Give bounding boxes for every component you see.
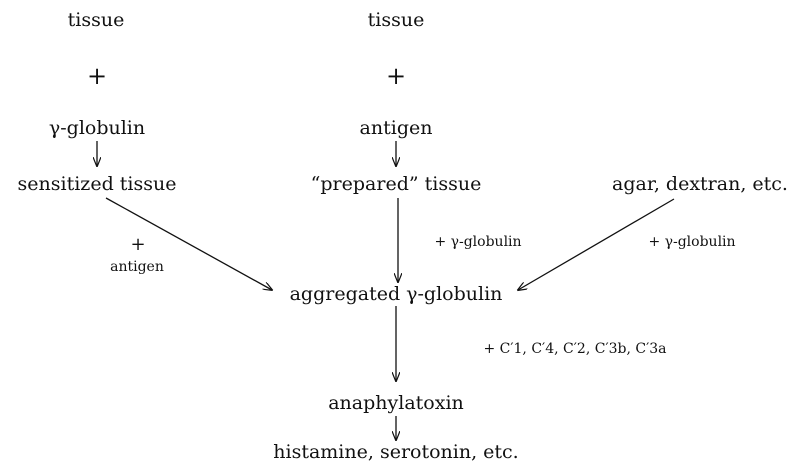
prepared-edge-gamma-label: + γ-globulin (434, 234, 522, 250)
left-edge-plus-sign: + (130, 234, 146, 255)
sensitized-tissue-label: sensitized tissue (17, 173, 177, 195)
left-gamma-globulin-label: γ-globulin (48, 117, 146, 139)
left-edge-antigen-label: antigen (110, 259, 164, 275)
agar-edge-gamma-label: + γ-globulin (648, 234, 736, 250)
complement-components-label: + C′1, C′4, C′2, C′3b, C′3a (483, 341, 667, 357)
anaphylatoxin-label: anaphylatoxin (328, 392, 464, 414)
left-plus-sign: + (86, 62, 108, 90)
middle-plus-sign: + (385, 62, 407, 90)
aggregated-gamma-globulin-label: aggregated γ-globulin (289, 283, 503, 305)
middle-tissue-label: tissue (367, 9, 425, 31)
arrow-sensitized-to-aggregated (105, 197, 272, 290)
prepared-tissue-label: “prepared” tissue (310, 173, 482, 195)
left-tissue-label: tissue (67, 9, 125, 31)
arrow-agar-to-aggregated (518, 198, 675, 290)
middle-antigen-label: antigen (359, 117, 433, 139)
histamine-serotonin-label: histamine, serotonin, etc. (273, 441, 519, 463)
agar-dextran-label: agar, dextran, etc. (612, 173, 788, 195)
